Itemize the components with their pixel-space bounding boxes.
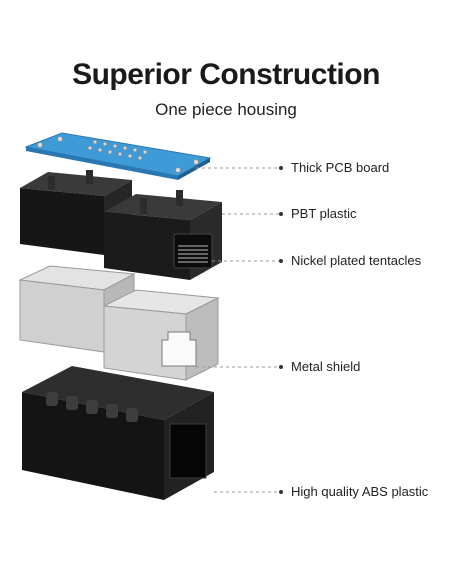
callout-nickel-plated-tentacles: Nickel plated tentacles <box>291 253 422 268</box>
callout-metal-shield: Metal shield <box>291 359 361 374</box>
callout-thick-pcb-board: Thick PCB board <box>291 160 390 175</box>
callout-abs-plastic: High quality ABS plastic <box>291 484 429 499</box>
abs-plastic-housing <box>22 366 214 500</box>
callout-leader-lines <box>196 167 280 493</box>
page-subtitle: One piece housing <box>155 100 297 119</box>
pcb-board-illustration <box>24 132 212 180</box>
callout-dot <box>279 365 283 369</box>
callout-dot <box>279 166 283 170</box>
callout-pbt-plastic: PBT plastic <box>291 206 357 221</box>
callout-dot <box>279 212 283 216</box>
callout-dot <box>279 490 283 494</box>
page-title: Superior Construction <box>72 58 380 91</box>
metal-shield-right <box>102 289 220 381</box>
pbt-plastic-right-block <box>104 190 222 280</box>
callout-dots <box>279 166 283 494</box>
callout-dot <box>279 259 283 263</box>
